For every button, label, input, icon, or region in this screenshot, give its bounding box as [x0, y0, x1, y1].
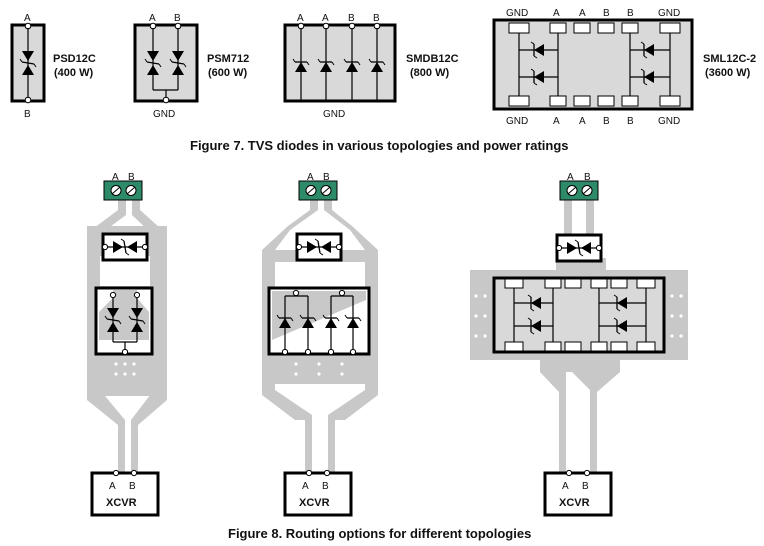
sml12c2-bottom-pin-5: B [627, 116, 634, 127]
layout3-xcvr-label: XCVR [559, 497, 590, 509]
layout3-xcvr-b-label: B [582, 481, 589, 492]
layout2-transceiver [283, 471, 353, 517]
psm712-name: PSM712 [207, 53, 249, 65]
psd12c-name: PSD12C [53, 53, 96, 65]
smdb12c-pin-a1-label: A [297, 13, 304, 24]
psm712-pin-gnd-label: GND [153, 109, 175, 120]
sml12c2-bottom-pin-6: GND [658, 116, 680, 127]
routing-layout-3: A B [470, 172, 688, 517]
layout3-terminal-b-label: B [584, 172, 591, 183]
layout2-xcvr-b-label: B [322, 481, 329, 492]
figure8-caption: Figure 8. Routing options for different … [228, 526, 531, 541]
psm712-rating: (600 W) [208, 67, 247, 79]
smdb12c-name: SMDB12C [406, 53, 459, 65]
layout3-terminal-a-label: A [567, 172, 574, 183]
sml12c2-top-pin-5: B [627, 8, 634, 19]
sml12c2-bottom-pin-4: B [603, 116, 610, 127]
psm712-pin-b-label: B [174, 13, 181, 24]
layout1-xcvr-a-label: A [109, 481, 116, 492]
layout2-xcvr-a-label: A [302, 481, 309, 492]
layout2-terminal-a-label: A [307, 172, 314, 183]
sml12c2-rating: (3600 W) [705, 67, 751, 79]
sml12c2-name: SML12C-2 [703, 53, 756, 65]
psm712-device: A B GND PSM712 (600 W) [133, 13, 249, 120]
psm712-pin-a-label: A [149, 13, 156, 24]
smdb12c-pin-a2-label: A [322, 13, 329, 24]
sml12c2-bottom-pin-1: GND [506, 116, 528, 127]
routing-layout-1: A B A B XCVR [87, 172, 167, 517]
smdb12c-pin-b1-label: B [348, 13, 355, 24]
smdb12c-rating: (800 W) [410, 67, 449, 79]
layout1-xcvr-b-label: B [129, 481, 136, 492]
psd12c-pin-bottom-label: B [24, 109, 31, 120]
sml12c2-top-pin-1: GND [506, 8, 528, 19]
sml12c2-top-pin-6: GND [658, 8, 680, 19]
layout1-terminal-a-label: A [112, 172, 119, 183]
layout1-terminal-b-label: B [128, 172, 135, 183]
psd12c-pin-top-label: A [24, 13, 31, 24]
psd12c-rating: (400 W) [54, 67, 93, 79]
smdb12c-pin-gnd-label: GND [323, 109, 345, 120]
layout1-xcvr-label: XCVR [106, 497, 137, 509]
sml12c2-top-pin-4: B [603, 8, 610, 19]
figure7-caption: Figure 7. TVS diodes in various topologi… [190, 138, 569, 153]
layout2-xcvr-label: XCVR [299, 497, 330, 509]
psd12c-device: A B PSD12C (400 W) [10, 13, 96, 120]
smdb12c-device: A A B B GND SMDB12C (800 W) [283, 13, 459, 120]
layout2-terminal-b-label: B [323, 172, 330, 183]
sml12c2-top-pin-2: A [553, 8, 560, 19]
layout3-xcvr-a-label: A [562, 481, 569, 492]
routing-layout-2: A B [262, 172, 378, 517]
sml12c2-bottom-pin-2: A [553, 116, 560, 127]
sml12c2-top-pin-3: A [579, 8, 586, 19]
sml12c2-device: GND A A B B GND GND A A [492, 8, 756, 127]
smdb12c-pin-b2-label: B [373, 13, 380, 24]
layout3-transceiver [543, 471, 613, 517]
sml12c2-bottom-pin-3: A [579, 116, 586, 127]
layout1-transceiver [90, 471, 160, 517]
